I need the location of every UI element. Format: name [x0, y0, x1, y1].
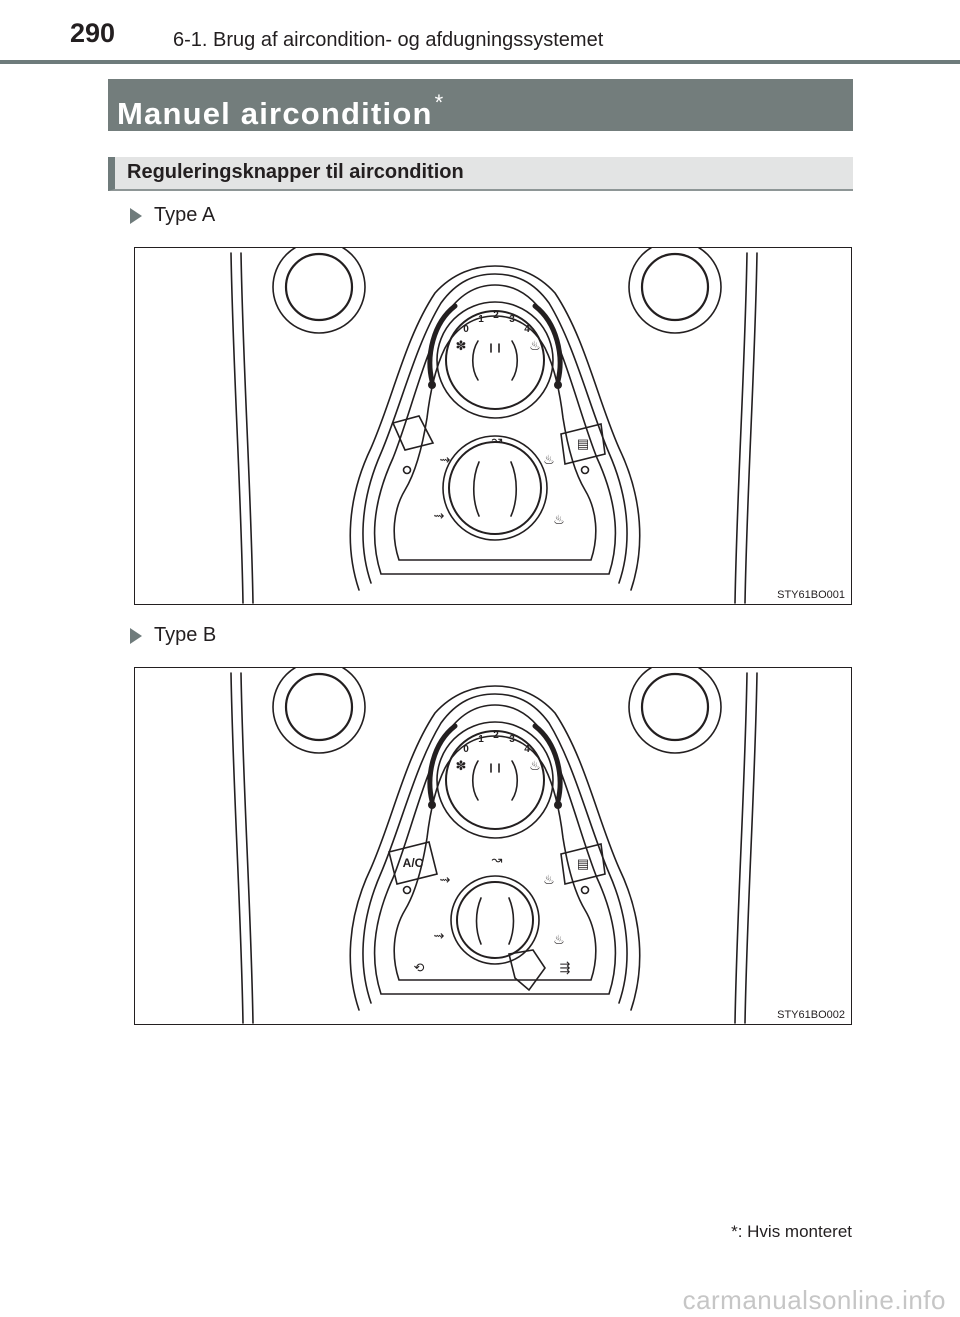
- figure-code: STY61BO002: [777, 1009, 845, 1021]
- subsection-title: Reguleringsknapper til aircondition: [108, 157, 853, 191]
- type-b-label: Type B: [154, 624, 217, 646]
- figure-type-a: 0 1 2 3 4 ✽ ♨ ↝ ⇝ ♨ ⇝ ♨ ▤ STY61BO001: [134, 247, 852, 605]
- feet-vent-icon: ⇝: [434, 508, 445, 523]
- section-title-text: Manuel aircondition: [117, 96, 433, 131]
- chapter-title: 6-1. Brug af aircondition- og afdugnings…: [173, 29, 604, 51]
- rear-defogger-icon: ▤: [577, 436, 589, 451]
- ac-panel-illustration-type-b: 0 1 2 3 4 A/C ✽ ♨ ↝ ⇝ ♨ ⇝ ♨ ⟲ ⇶ ▤: [230, 668, 758, 1024]
- bilevel-vent-icon: ⇝: [440, 872, 451, 887]
- section-title: Manuel aircondition*: [108, 79, 853, 131]
- recirculation-icon: ⟲: [414, 960, 425, 975]
- face-vent-icon: ↝: [492, 432, 503, 447]
- feet-vent-icon: ⇝: [434, 928, 445, 943]
- subsection-title-text: Reguleringsknapper til aircondition: [127, 161, 464, 183]
- type-b-heading: Type B: [130, 624, 216, 647]
- fan-speed-label: 4: [524, 744, 530, 755]
- triangle-bullet-icon: [130, 207, 142, 224]
- defrost-icon: ♨: [529, 338, 541, 353]
- fan-speed-label: 2: [493, 730, 499, 741]
- ac-button-label: A/C: [403, 856, 424, 870]
- fan-speed-label: 3: [509, 314, 515, 325]
- fresh-air-icon: ⇶: [560, 960, 571, 975]
- fan-icon: ✽: [456, 338, 467, 353]
- fan-icon: ✽: [456, 758, 467, 773]
- fan-speed-label: 3: [509, 734, 515, 745]
- type-a-heading: Type A: [130, 204, 215, 227]
- figure-type-b: 0 1 2 3 4 A/C ✽ ♨ ↝ ⇝ ♨ ⇝ ♨ ⟲ ⇶ ▤ STY61B…: [134, 667, 852, 1025]
- bilevel-vent-icon: ⇝: [440, 452, 451, 467]
- defrost-icon: ♨: [529, 758, 541, 773]
- fan-speed-label: 4: [524, 324, 530, 335]
- rear-defogger-icon: ▤: [577, 856, 589, 871]
- type-a-label: Type A: [154, 204, 216, 226]
- optional-marker: *: [434, 90, 444, 115]
- fan-speed-label: 0: [463, 324, 469, 335]
- page-number: 290: [70, 18, 116, 48]
- footnote: *: Hvis monteret: [731, 1222, 852, 1242]
- feet-defrost-icon: ♨: [543, 452, 555, 467]
- windshield-defrost-icon: ♨: [553, 932, 565, 947]
- face-vent-icon: ↝: [492, 852, 503, 867]
- fan-speed-label: 1: [478, 314, 484, 325]
- windshield-defrost-icon: ♨: [553, 512, 565, 527]
- triangle-bullet-icon: [130, 627, 142, 644]
- fan-speed-label: 2: [493, 310, 499, 321]
- figure-code: STY61BO001: [777, 589, 845, 601]
- footnote-marker: *: [731, 1222, 738, 1241]
- fan-speed-label: 0: [463, 744, 469, 755]
- footnote-text: : Hvis monteret: [737, 1222, 852, 1241]
- header-rule: [0, 60, 960, 64]
- feet-defrost-icon: ♨: [543, 872, 555, 887]
- ac-panel-illustration-type-a: 0 1 2 3 4 ✽ ♨ ↝ ⇝ ♨ ⇝ ♨ ▤: [230, 248, 758, 604]
- watermark: carmanualsonline.info: [682, 1285, 946, 1315]
- fan-speed-label: 1: [478, 734, 484, 745]
